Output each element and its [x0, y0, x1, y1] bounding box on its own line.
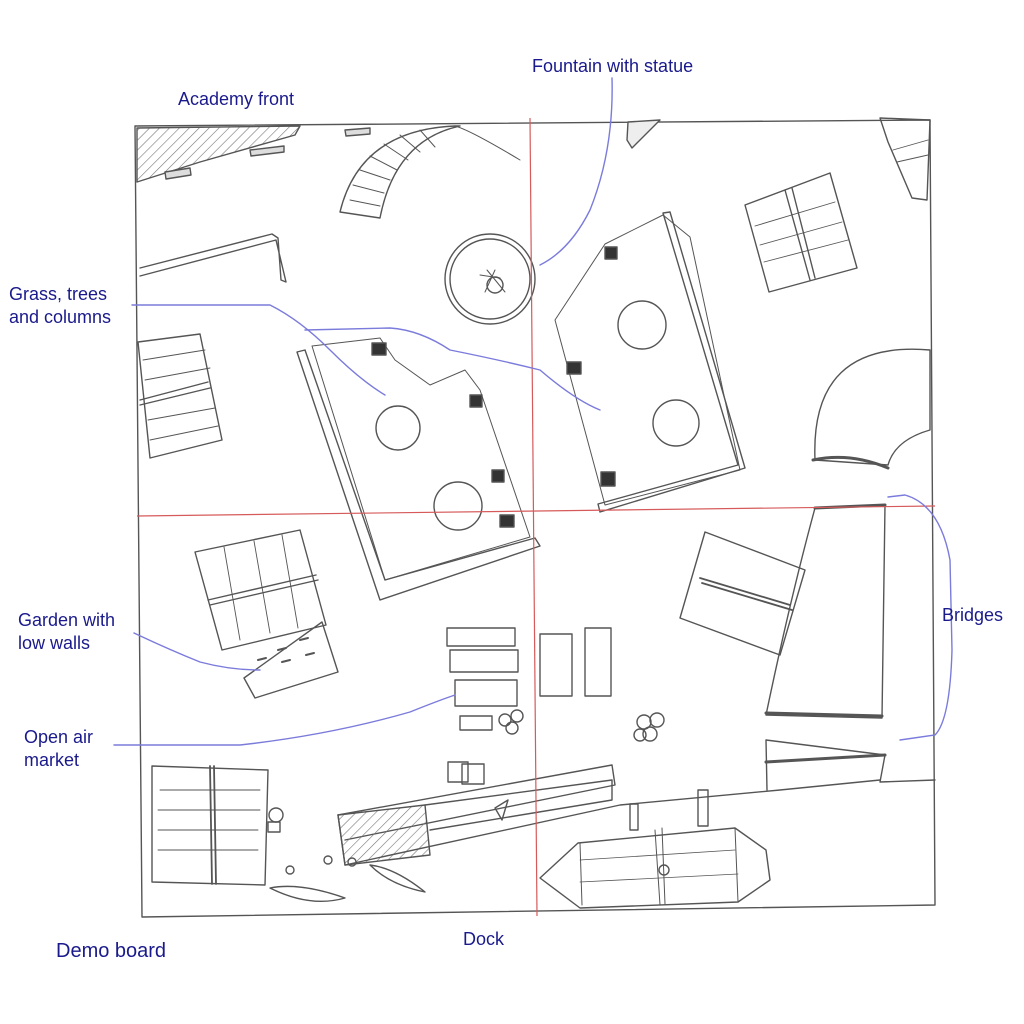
- garden-left: [296, 337, 541, 601]
- building-center-right: [679, 531, 806, 656]
- board-border: [134, 119, 936, 918]
- dock: [337, 764, 616, 841]
- label-dock: Dock: [463, 929, 505, 949]
- market-stalls: [446, 627, 665, 785]
- garden-low-walls: [243, 621, 339, 699]
- label-garden-low-walls: Garden with low walls: [18, 610, 116, 653]
- label-grass-trees-columns: Grass, trees and columns: [9, 284, 112, 327]
- guide-lines: [136, 117, 936, 917]
- building-bottom-left: [151, 765, 269, 886]
- building-top-right: [744, 172, 858, 293]
- label-demo-board: Demo board: [56, 940, 167, 962]
- bridge-long: [765, 504, 886, 719]
- label-bridges: Bridges: [942, 605, 1004, 625]
- boat-small: [269, 885, 346, 903]
- label-fountain: Fountain with statue: [532, 56, 694, 76]
- leader-lines: [113, 77, 953, 746]
- ship: [539, 827, 771, 909]
- fountain: [444, 233, 536, 325]
- low-wall: [139, 233, 287, 283]
- academy-stairs: [339, 125, 461, 219]
- bridge-arc: [814, 348, 931, 466]
- academy-front: [136, 125, 301, 183]
- label-open-air-market: Open air market: [24, 727, 94, 770]
- label-academy-front: Academy front: [178, 89, 295, 109]
- building-center-left: [194, 529, 327, 651]
- garden-right: [554, 211, 746, 513]
- building-left: [137, 333, 223, 459]
